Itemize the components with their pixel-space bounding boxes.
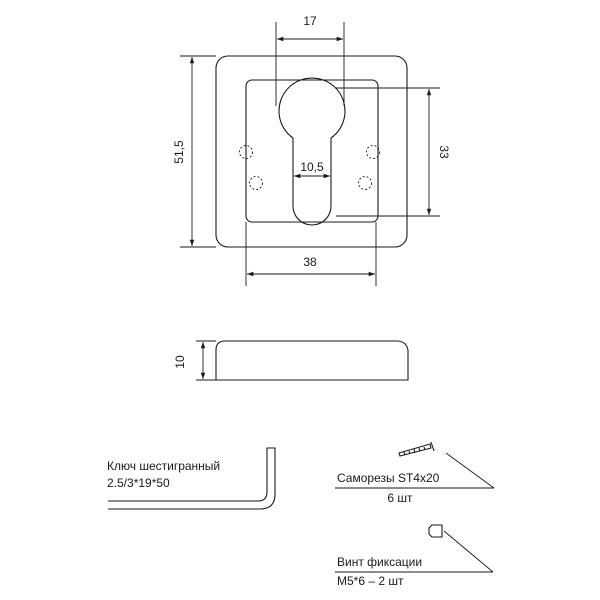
screw-hole-right-top [366, 145, 380, 159]
set-screw-qty: M5*6 – 2 шт [337, 574, 404, 588]
hex-key: Ключ шестигранный 2.5/3*19*50 [107, 447, 276, 510]
hex-key-drawing [108, 447, 276, 510]
escutcheon-side-view: 10 [173, 340, 409, 381]
set-screw-icon [428, 524, 443, 538]
dimension-slot-width: 10,5 [294, 160, 330, 179]
dim-label-51-5: 51,5 [172, 140, 186, 164]
dim-label-17: 17 [303, 14, 317, 28]
dim-label-10: 10 [173, 355, 187, 369]
keyhole-cutout [278, 77, 346, 226]
dimension-hole-spacing: 33 [336, 87, 451, 217]
dim-label-33: 33 [437, 145, 451, 159]
side-profile [215, 340, 409, 381]
screw-icon [398, 441, 435, 457]
escutcheon-top-view: 17 51,5 10,5 33 38 [172, 14, 451, 286]
hex-key-label-line1: Ключ шестигранный [107, 459, 220, 473]
dimension-keyhole-width: 17 [275, 14, 345, 106]
dim-label-10-5: 10,5 [300, 160, 324, 174]
hex-key-label-line2: 2.5/3*19*50 [107, 476, 170, 490]
outer-plate [215, 55, 408, 248]
set-screw-label: Винт фиксации [337, 555, 422, 569]
inner-plate [245, 79, 379, 223]
set-screw: Винт фиксации M5*6 – 2 шт [335, 524, 494, 588]
screw-hole-right-bottom [358, 176, 372, 190]
screws: Саморезы ST4x20 6 шт [335, 441, 495, 505]
screws-qty: 6 шт [387, 491, 413, 505]
dimension-plate-height: 51,5 [172, 55, 216, 248]
screws-label: Саморезы ST4x20 [337, 471, 440, 485]
dim-label-38: 38 [303, 255, 317, 269]
screw-hole-left-top [239, 145, 253, 159]
screw-hole-left-bottom [249, 176, 263, 190]
dimension-inner-width: 38 [245, 222, 377, 286]
